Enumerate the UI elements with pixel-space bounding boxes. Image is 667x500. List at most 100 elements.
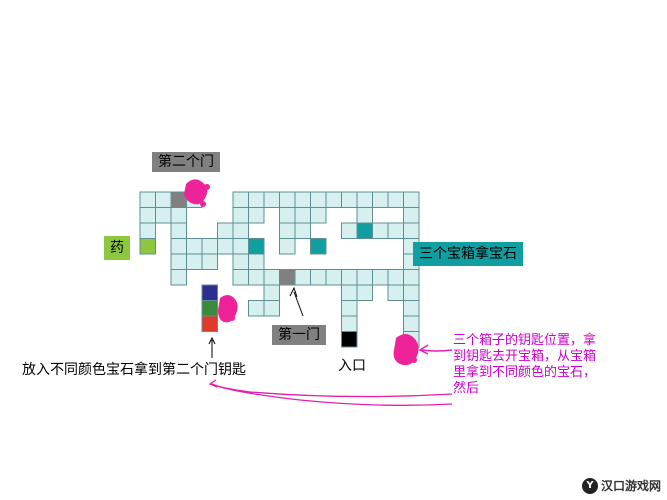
second-door-label: 第二个门 (152, 152, 220, 172)
maze-cell (232, 222, 249, 239)
maze-cell (294, 207, 311, 224)
maze-cell (341, 191, 358, 208)
maze-cell (403, 222, 420, 239)
key-marker-treasure (393, 334, 419, 366)
maze-cell (294, 269, 311, 286)
maze-cell (217, 238, 234, 255)
maze-cell (232, 191, 249, 208)
maze-cell (201, 284, 218, 301)
maze-cell (356, 284, 373, 301)
maze-cell (170, 269, 187, 286)
maze-cell (310, 207, 327, 224)
maze-cell (279, 207, 296, 224)
maze-cell (372, 222, 389, 239)
treasure-label: 三个宝箱拿宝石 (413, 242, 523, 266)
maze-cell (356, 222, 373, 239)
maze-cell (387, 222, 404, 239)
maze-cell (248, 253, 265, 270)
maze-cell (263, 191, 280, 208)
maze-cell (403, 315, 420, 332)
maze-cell (294, 222, 311, 239)
maze-cell (310, 191, 327, 208)
maze-cell (155, 207, 172, 224)
maze-cell (201, 253, 218, 270)
maze-cell (356, 191, 373, 208)
maze-cells (139, 191, 420, 348)
maze-cell (217, 222, 234, 239)
maze-cell (139, 207, 156, 224)
maze-cell (139, 222, 156, 239)
maze-cell (403, 284, 420, 301)
annotation-arrow (421, 349, 453, 352)
maze-cell (263, 269, 280, 286)
medicine-label: 药 (104, 236, 130, 260)
note-line: 然后 (453, 381, 480, 396)
first-door-label: 第一门 (272, 325, 326, 345)
maze-cell (232, 207, 249, 224)
maze-cell (372, 269, 389, 286)
maze-cell (139, 191, 156, 208)
note-line: 到钥匙去开宝箱，从宝箱 (453, 349, 597, 364)
maze-cell (279, 238, 296, 255)
entrance-label: 入口 (338, 358, 366, 374)
gem-key-label: 放入不同颜色宝石拿到第二个门钥匙 (22, 362, 246, 378)
maze-cell (248, 238, 265, 255)
maze-cell (294, 191, 311, 208)
maze-cell (279, 269, 296, 286)
maze-cell (387, 269, 404, 286)
maze-cell (325, 191, 342, 208)
annotation-loop (211, 383, 453, 406)
maze-cell (341, 300, 358, 317)
note-line: 三个箱子的钥匙位置，拿 (453, 333, 597, 348)
maze-cell (341, 284, 358, 301)
key-marker-second-door (184, 179, 210, 207)
maze-cell (403, 207, 420, 224)
maze-cell (279, 222, 296, 239)
maze-cell (403, 300, 420, 317)
maze-cell (201, 315, 218, 332)
maze-cell (403, 191, 420, 208)
maze-cell (232, 253, 249, 270)
maze-cell (248, 269, 265, 286)
maze-cell (155, 191, 172, 208)
maze-cell (248, 207, 265, 224)
watermark-logo-icon: Y (581, 478, 598, 494)
maze-cell (279, 191, 296, 208)
maze-cell (325, 269, 342, 286)
maze-cell (232, 238, 249, 255)
maze-cell (201, 238, 218, 255)
maze-cell (356, 207, 373, 224)
maze-cell (310, 269, 327, 286)
maze-markers (184, 179, 453, 406)
maze-cell (403, 269, 420, 286)
first-door-arrow (293, 291, 304, 317)
instruction-note: 三个箱子的钥匙位置，拿 到钥匙去开宝箱，从宝箱 里拿到不同颜色的宝石， 然后 (453, 333, 596, 397)
maze-cell (170, 222, 187, 239)
maze-cell (248, 300, 265, 317)
maze-cell (248, 191, 265, 208)
maze-cell (232, 269, 249, 286)
maze-cell (341, 331, 358, 348)
maze-cell (263, 284, 280, 301)
maze-cell (186, 253, 203, 270)
maze-cell (170, 253, 187, 270)
maze-cell (170, 207, 187, 224)
maze-cell (387, 191, 404, 208)
maze-cell (341, 315, 358, 332)
maze-cell (186, 238, 203, 255)
watermark-text: 汉口游戏网 (600, 478, 661, 493)
maze-cell (387, 284, 404, 301)
maze-cell (341, 269, 358, 286)
maze-cell (201, 300, 218, 317)
maze-cell (356, 269, 373, 286)
maze-cell (341, 222, 358, 239)
maze-cell (263, 300, 280, 317)
note-line: 里拿到不同颜色的宝石， (453, 365, 597, 380)
key-marker-gems (218, 295, 238, 323)
maze-cell (372, 191, 389, 208)
maze-cell (310, 238, 327, 255)
maze-cell (139, 238, 156, 255)
maze-cell (170, 238, 187, 255)
